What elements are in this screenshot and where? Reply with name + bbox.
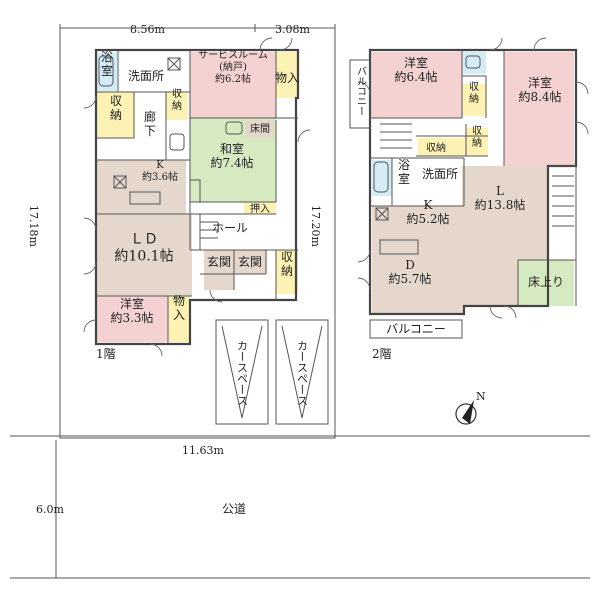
carport-2 xyxy=(275,319,329,425)
carport-1-label: カースペース xyxy=(236,340,249,406)
compass-label: N xyxy=(476,390,486,403)
f2-youshitsu1-fill xyxy=(370,52,462,118)
f2-outer-wall xyxy=(368,48,578,316)
f1-closet-right-fill xyxy=(276,250,298,294)
f1-youshitsu-fill xyxy=(96,296,168,342)
compass-ring xyxy=(455,403,477,425)
f1-door-swings xyxy=(83,37,311,357)
f2-fixtures xyxy=(373,55,574,255)
f1-closet-small-fill xyxy=(166,92,188,120)
site-dimensions: 8.56m 3.08m 11.63m 6.0m 公道 17.18m 17.20m xyxy=(10,23,590,579)
carport-1 xyxy=(215,319,269,425)
f2-inner-walls xyxy=(370,50,577,306)
road-label: 公道 xyxy=(222,502,246,516)
f1-floor-label: 1階 xyxy=(96,346,116,361)
f2-youshitsu1-label: 洋室約6.4帖 xyxy=(394,55,437,84)
f1-stairs-icon xyxy=(199,214,218,250)
f2-washroom-label: 洗面所 xyxy=(422,167,458,181)
f2-yukaage-fill xyxy=(518,260,574,306)
f2-closet-a-fill xyxy=(462,84,486,116)
compass-needle-icon xyxy=(462,400,474,424)
f1-bathtub-icon xyxy=(98,55,114,87)
f1-closet-right-label: 収納 xyxy=(281,250,293,278)
f1-youshitsu-label: 洋室約3.3帖 xyxy=(110,296,153,325)
f1-hall-label: ホール xyxy=(212,221,248,235)
f2-bath-fill xyxy=(372,160,392,196)
dim-top-left: 8.56m xyxy=(130,23,165,36)
f1-corridor-label: 廊下 xyxy=(144,109,156,138)
f1-genkan2-fill xyxy=(234,250,266,274)
f1-bath-fill xyxy=(97,53,117,91)
f1-fixtures xyxy=(98,55,243,250)
compass: N xyxy=(455,390,486,425)
f1-closet-small-label: 収納 xyxy=(172,88,182,112)
f2-youshitsu2-fill xyxy=(504,52,574,166)
f1-inner-walls xyxy=(96,50,298,344)
f1-toko-fill xyxy=(246,120,274,138)
f1-storage-top-fill xyxy=(276,52,298,98)
f1-carports: カースペース カースペース xyxy=(215,319,329,425)
carport-2-label: カースペース xyxy=(296,340,309,406)
f1-toilet-icon xyxy=(225,121,243,135)
f2-closet-a-label: 収納 xyxy=(469,81,479,105)
f1-genkan2-label: 玄関 xyxy=(238,254,262,269)
f2-floor-label: 2階 xyxy=(372,346,392,361)
f1-genkan1-label: 玄関 xyxy=(207,254,231,269)
f2-bath-label: 浴室 xyxy=(398,158,410,186)
f1-fridge-icon xyxy=(113,175,127,189)
floor-1: 浴室 洗面所 サービスルーム(納戸)約6.2帖 物入 収納 廊下 収納 床間 和… xyxy=(83,37,329,425)
f2-closet-c-fill xyxy=(466,128,488,156)
f1-oshi-label: 押入 xyxy=(250,202,270,215)
f1-closet-left-label: 収納 xyxy=(110,94,122,122)
f2-balcony-bottom-fill xyxy=(370,320,462,338)
f1-service-room-fill xyxy=(190,52,276,118)
f2-closet-c-label: 収納 xyxy=(472,125,482,149)
f2-bathtub-icon xyxy=(373,161,389,193)
f1-toilet2-icon xyxy=(169,133,185,151)
f1-service-room-label: サービスルーム(納戸)約6.2帖 xyxy=(198,49,268,85)
dim-bottom: 11.63m xyxy=(182,444,224,457)
f1-labels: 浴室 洗面所 サービスルーム(納戸)約6.2帖 物入 収納 廊下 収納 床間 和… xyxy=(96,49,299,361)
f1-storage-top-label: 物入 xyxy=(275,71,299,85)
f1-washer-icon xyxy=(167,57,181,71)
f2-kd-fill xyxy=(372,206,464,314)
dim-left-side: 17.18m xyxy=(27,205,40,247)
f1-closet-left-fill xyxy=(96,92,134,138)
f2-fridge-icon xyxy=(375,207,389,221)
f1-storage-bottom-label: 物入 xyxy=(173,294,185,322)
dim-right-side: 17.20m xyxy=(309,205,322,247)
f1-genkan1-fill xyxy=(204,250,234,290)
f2-yukaage-label: 床上り xyxy=(528,275,564,289)
f2-balcony-top-fill xyxy=(350,60,370,128)
f1-oshi-fill xyxy=(244,202,276,214)
f1-kitchen-fill xyxy=(96,160,186,214)
f1-bath-label: 浴室 xyxy=(101,50,113,78)
f2-stairs-icon xyxy=(380,123,412,149)
f1-washitsu-label: 和室約7.4帖 xyxy=(210,141,253,170)
dim-top-right: 3.08m xyxy=(275,23,310,36)
f1-storage-bottom-fill xyxy=(168,296,190,342)
f2-door-swings xyxy=(357,37,589,319)
f2-balcony-top-label: バルコニー xyxy=(355,66,367,116)
f1-ld-label: ＬＤ約10.1帖 xyxy=(114,232,173,265)
f1-washroom-label: 洗面所 xyxy=(128,69,164,83)
f1-outer-wall xyxy=(94,48,300,346)
f2-toilet-icon xyxy=(465,55,481,69)
f2-youshitsu2-label: 洋室約8.4帖 xyxy=(518,75,561,104)
f2-sink-icon xyxy=(379,239,419,255)
f2-closet-b-label: 収納 xyxy=(426,141,446,154)
f1-ld-fill xyxy=(96,214,192,296)
f1-toko-label: 床間 xyxy=(250,122,270,135)
f1-sink-icon xyxy=(129,191,161,205)
f2-closet-b-fill xyxy=(418,138,466,156)
dim-road-depth: 6.0m xyxy=(36,503,64,516)
f2-balcony-bottom-label: バルコニー xyxy=(386,322,446,336)
